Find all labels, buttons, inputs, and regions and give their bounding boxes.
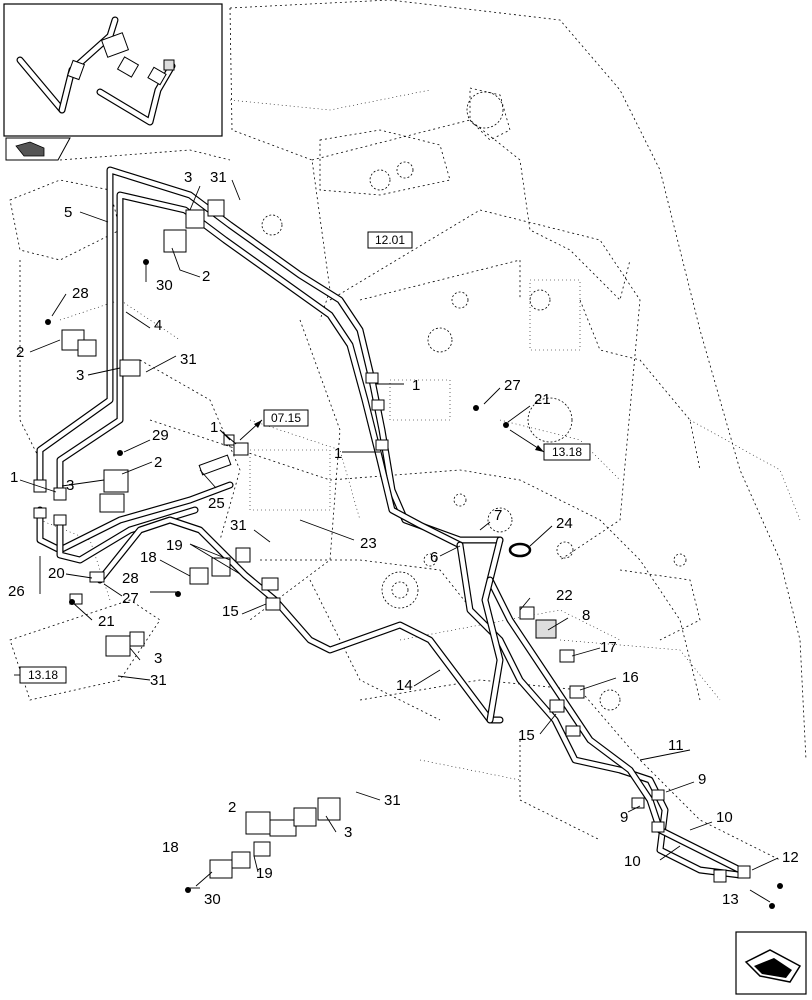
callout-20: 20 bbox=[48, 565, 65, 582]
callout-23: 23 bbox=[360, 535, 377, 552]
callout-15-b: 15 bbox=[518, 727, 535, 744]
callout-3-e: 3 bbox=[344, 824, 352, 841]
callout-11: 11 bbox=[668, 737, 684, 754]
callout-21-b: 21 bbox=[98, 613, 115, 630]
callout-26: 26 bbox=[8, 583, 25, 600]
callout-27-b: 27 bbox=[122, 590, 139, 607]
reference-boxes: 12.01 07.15 13.18 13.18 bbox=[14, 231, 591, 684]
machine-frame bbox=[9, 0, 807, 861]
callout-31-e: 31 bbox=[384, 792, 401, 809]
callout-21-a: 21 bbox=[534, 391, 551, 408]
callout-10-b: 10 bbox=[624, 853, 641, 870]
leader-lines bbox=[19, 179, 779, 903]
callout-1-b: 1 bbox=[210, 419, 218, 436]
ref-box-07-15[interactable]: 07.15 bbox=[271, 411, 301, 425]
callout-31-c: 31 bbox=[230, 517, 247, 534]
ref-box-13-18-right[interactable]: 13.18 bbox=[552, 445, 582, 459]
callout-31-d: 31 bbox=[150, 672, 167, 689]
callout-31-a: 31 bbox=[210, 169, 227, 186]
callout-15-a: 15 bbox=[222, 603, 239, 620]
callout-14: 14 bbox=[396, 677, 413, 694]
callout-10-a: 10 bbox=[716, 809, 733, 826]
detail-inset bbox=[3, 3, 223, 137]
fittings bbox=[33, 199, 783, 909]
callout-30-b: 30 bbox=[204, 891, 221, 908]
callout-6: 6 bbox=[430, 549, 438, 566]
callout-9-b: 9 bbox=[620, 809, 628, 826]
callout-18-a: 18 bbox=[140, 549, 157, 566]
callout-31-b: 31 bbox=[180, 351, 197, 368]
callout-16: 16 bbox=[622, 669, 639, 686]
callout-30-a: 30 bbox=[156, 277, 173, 294]
page-back-arrow-icon[interactable] bbox=[5, 137, 71, 161]
callout-28-b: 28 bbox=[122, 570, 139, 587]
callout-18-b: 18 bbox=[162, 839, 179, 856]
callout-12: 12 bbox=[782, 849, 799, 866]
callout-19-b: 19 bbox=[256, 865, 273, 882]
callout-4: 4 bbox=[154, 317, 162, 334]
callout-3-c: 3 bbox=[66, 477, 74, 494]
next-page-arrow-icon[interactable] bbox=[735, 931, 807, 995]
callout-1-a: 1 bbox=[412, 377, 420, 394]
callout-27-a: 27 bbox=[504, 377, 521, 394]
callout-3-b: 3 bbox=[76, 367, 84, 384]
callout-2-c: 2 bbox=[154, 454, 162, 471]
callout-24: 24 bbox=[556, 515, 573, 532]
ref-box-13-18-left[interactable]: 13.18 bbox=[28, 668, 58, 682]
callout-13: 13 bbox=[722, 891, 739, 908]
callout-2-a: 2 bbox=[202, 268, 210, 285]
callout-8: 8 bbox=[582, 607, 590, 624]
callout-2-b: 2 bbox=[16, 344, 24, 361]
hydraulic-pipes bbox=[36, 166, 744, 879]
callout-labels: 1 1 1 1 2 2 2 2 2 3 3 3 3 3 4 5 6 7 8 9 … bbox=[8, 169, 799, 908]
callout-25: 25 bbox=[208, 495, 225, 512]
callout-9-a: 9 bbox=[698, 771, 706, 788]
callout-3-a: 3 bbox=[184, 169, 192, 186]
callout-28-a: 28 bbox=[72, 285, 89, 302]
callout-29: 29 bbox=[152, 427, 169, 444]
callout-1-d: 1 bbox=[10, 469, 18, 486]
callout-2-d: 2 bbox=[228, 799, 236, 816]
callout-1-c: 1 bbox=[334, 445, 342, 462]
callout-19-a: 19 bbox=[166, 537, 183, 554]
o-ring-icon bbox=[508, 542, 532, 558]
ref-box-12-01[interactable]: 12.01 bbox=[375, 233, 405, 247]
callout-5: 5 bbox=[64, 204, 72, 221]
callout-7: 7 bbox=[494, 507, 502, 524]
callout-22: 22 bbox=[556, 587, 573, 604]
callout-3-d: 3 bbox=[154, 650, 162, 667]
callout-17: 17 bbox=[600, 639, 617, 656]
